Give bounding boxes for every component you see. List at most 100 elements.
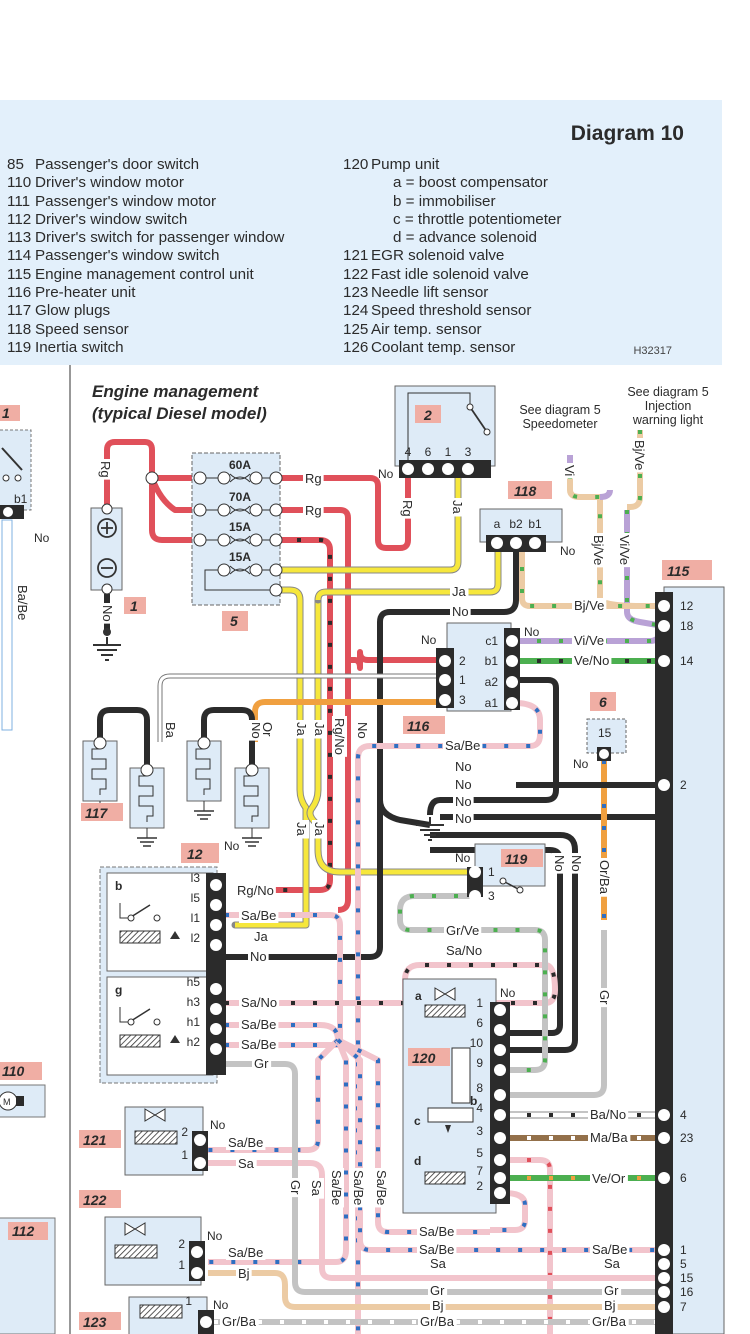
wire-label-bg xyxy=(590,1171,628,1186)
wire xyxy=(225,1022,341,1041)
pump-pin xyxy=(494,1089,506,1101)
wire-label-vive: Vi/Ve xyxy=(574,633,604,648)
switch-contact-icon xyxy=(130,904,151,918)
pump-sub-label: a xyxy=(415,989,422,1003)
wire-ja xyxy=(235,587,309,928)
svg-text:No: No xyxy=(210,1118,226,1132)
ecu-pin xyxy=(658,1132,670,1144)
legend-item-label: Engine management control unit xyxy=(35,265,254,283)
wire-label-gr: Gr xyxy=(430,1283,445,1298)
wire-label-ja: Ja xyxy=(452,584,467,599)
preheater-pin xyxy=(506,676,518,688)
preheater-pin-label: a1 xyxy=(485,696,499,710)
ecu-pin xyxy=(658,1109,670,1121)
needle-pin-label: 1 xyxy=(185,1294,192,1308)
svg-text:119: 119 xyxy=(505,851,528,867)
legend-item-number: 121 xyxy=(343,247,369,265)
wire-label-sabe: Sa/Be xyxy=(592,1242,627,1257)
wire-label-bg xyxy=(355,720,370,741)
badge-battery xyxy=(124,597,146,614)
wire-label-sabe: Sa/Be xyxy=(445,738,480,753)
wire-label-sabe: Sa/Be xyxy=(329,1170,344,1205)
fuse-terminal xyxy=(269,583,283,597)
ecu-pin-label: 14 xyxy=(680,654,694,668)
ecu-pin-label: 16 xyxy=(680,1285,694,1299)
ecu-pin-label: 23 xyxy=(680,1131,694,1145)
fuse-link-icon xyxy=(229,565,251,575)
badge-needle xyxy=(79,1312,121,1330)
wire-label-sabe: Sa/Be xyxy=(419,1224,454,1239)
wire-label-bg xyxy=(591,533,606,568)
wire-label-no: No xyxy=(100,605,115,622)
wire-label-bg xyxy=(309,1178,324,1199)
wire-label-ba: Ba xyxy=(163,722,178,739)
ignition-pin-label: 1 xyxy=(445,445,452,459)
wire-label-bg xyxy=(226,1135,266,1150)
battery-plus-icon xyxy=(97,518,117,538)
relay-pin xyxy=(210,983,222,995)
wire xyxy=(208,1270,663,1310)
badge-fuse6 xyxy=(590,692,616,711)
badge-speed xyxy=(508,481,552,499)
relay-pin-label: l5 xyxy=(191,891,201,905)
glow-plugs xyxy=(82,736,270,847)
wire-label-grba: Gr/Ba xyxy=(592,1314,627,1329)
wire-label-no: No xyxy=(355,722,370,739)
wire xyxy=(624,510,664,629)
diode-icon xyxy=(170,1035,180,1043)
ground-icon xyxy=(137,837,157,847)
ignition-pin-label: 6 xyxy=(425,445,432,459)
wire-label-grve: Gr/Ve xyxy=(446,923,479,938)
wire-label-bg xyxy=(569,853,584,874)
relay-pin-label: h5 xyxy=(187,975,201,989)
svg-text:M: M xyxy=(3,1097,11,1107)
solenoid-pin xyxy=(194,1134,206,1146)
relay-pin xyxy=(210,939,222,951)
ecu-pin-label: 6 xyxy=(680,1171,687,1185)
wire-label-bg xyxy=(453,811,474,826)
wire xyxy=(104,439,200,543)
svg-text:121: 121 xyxy=(83,1132,107,1148)
solenoid-pin-label: 2 xyxy=(181,1125,188,1139)
relay-pin xyxy=(210,1023,222,1035)
solenoid-pin-label: 1 xyxy=(178,1258,185,1272)
ecu-pin-label: 15 xyxy=(680,1271,694,1285)
wire-label-bg xyxy=(562,463,577,479)
wire-label-bg xyxy=(418,1314,457,1329)
wire-label-bg xyxy=(417,1224,457,1239)
ground-icon xyxy=(93,644,121,661)
fuse-terminal xyxy=(269,471,283,485)
ground-icon xyxy=(242,837,262,847)
wire-label-sabe: Sa/Be xyxy=(241,908,276,923)
boost-coil-icon xyxy=(424,1004,466,1018)
wire xyxy=(490,1190,528,1233)
legend-item-number: 120 xyxy=(343,156,369,173)
wire-ja xyxy=(315,545,501,601)
wire-label-rg: Rg xyxy=(400,500,415,517)
ignition-pin xyxy=(402,463,414,475)
wire-label-vive: Vi/Ve xyxy=(617,535,632,565)
badge-left-110 xyxy=(0,1062,42,1080)
legend-item-number: 119 xyxy=(7,338,32,356)
preheater-pin-label: c1 xyxy=(485,634,498,648)
wire-label-bg xyxy=(236,1156,257,1171)
section-title-1: Engine management xyxy=(92,382,260,401)
wire xyxy=(252,699,440,742)
wire xyxy=(208,1160,663,1281)
ignition-pin-label: 3 xyxy=(465,445,472,459)
wire-label-orba: Or/Ba xyxy=(597,860,612,895)
legend-item-label: Passenger's door switch xyxy=(35,156,200,173)
wire-label-sabe: Sa/Be xyxy=(351,1170,366,1205)
inertia-pin-label: 3 xyxy=(488,889,495,903)
fuse-rating: 15A xyxy=(229,550,251,564)
legend-item-number: 114 xyxy=(7,247,32,265)
wire xyxy=(201,707,255,768)
heater-element-icon xyxy=(195,748,211,795)
wire-label-bg xyxy=(453,794,474,809)
legend-item-label: Driver's window motor xyxy=(35,174,184,192)
preheater-pin-label: 1 xyxy=(459,673,466,687)
wire-label-no: No xyxy=(455,811,472,826)
wire-label-rg: Rg xyxy=(305,471,322,486)
